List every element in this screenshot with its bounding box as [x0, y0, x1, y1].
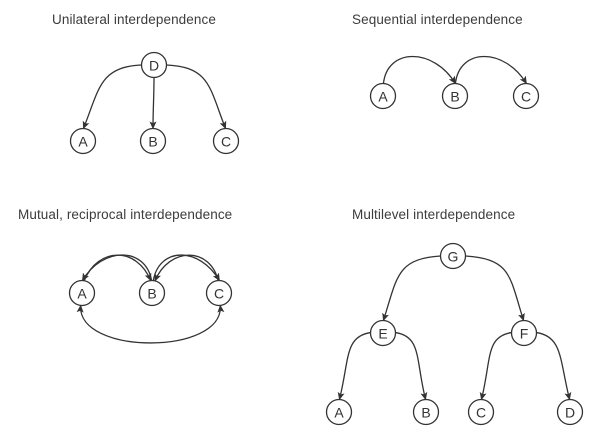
- edge-mutual-B-to-A: [81, 254, 153, 282]
- node-circle: [512, 82, 540, 110]
- node-label: G: [448, 249, 459, 265]
- node-circle: [69, 127, 97, 155]
- node-unilateral-B[interactable]: B: [139, 127, 167, 155]
- node-circle: [369, 319, 397, 347]
- edge-unilateral-D-to-C: [166, 64, 227, 130]
- node-circle: [205, 279, 233, 307]
- node-mutual-A[interactable]: A: [68, 279, 96, 307]
- node-circle: [510, 319, 538, 347]
- edge-sequential-B-to-C: [454, 55, 527, 85]
- edge-multilevel-G-to-E: [382, 255, 441, 322]
- node-label: B: [148, 134, 157, 150]
- node-sequential-C[interactable]: C: [512, 82, 540, 110]
- node-circle: [412, 398, 440, 426]
- edge-mutual-B-to-C: [152, 254, 220, 282]
- node-circle: [467, 398, 495, 426]
- node-multilevel-B[interactable]: B: [412, 398, 440, 426]
- node-multilevel-A[interactable]: A: [325, 398, 353, 426]
- node-multilevel-G[interactable]: G: [439, 242, 467, 270]
- edge-multilevel-F-to-C: [479, 331, 512, 401]
- edge-multilevel-G-to-F: [465, 255, 525, 322]
- node-label: F: [520, 326, 529, 342]
- node-label: C: [221, 134, 231, 150]
- node-circle: [139, 127, 167, 155]
- edge-unilateral-D-to-A: [82, 64, 142, 130]
- node-multilevel-C[interactable]: C: [467, 398, 495, 426]
- panel-title-sequential: Sequential interdependence: [352, 12, 523, 27]
- node-label: A: [334, 405, 344, 421]
- node-unilateral-C[interactable]: C: [212, 127, 240, 155]
- edge-unilateral-D-to-B: [149, 77, 157, 130]
- node-label: E: [378, 326, 387, 342]
- panel-title-multilevel: Multilevel interdependence: [352, 207, 516, 222]
- node-label: A: [77, 286, 87, 302]
- node-label: A: [378, 89, 388, 105]
- node-circle: [441, 82, 469, 110]
- node-layer: D A B C A B C A B C G E F A B C D: [68, 51, 584, 426]
- node-label: B: [450, 89, 459, 105]
- node-circle: [68, 279, 96, 307]
- node-label: D: [149, 58, 159, 74]
- edge-mutual-A-to-B: [83, 254, 152, 282]
- edge-mutual-C-to-B: [154, 254, 219, 282]
- edge-sequential-A-to-B: [382, 55, 456, 85]
- edge-multilevel-E-to-A: [337, 331, 371, 401]
- panel-title-mutual: Mutual, reciprocal interdependence: [18, 207, 233, 222]
- node-circle: [556, 398, 584, 426]
- node-circle: [369, 82, 397, 110]
- node-multilevel-F[interactable]: F: [510, 319, 538, 347]
- node-label: C: [214, 286, 224, 302]
- node-sequential-B[interactable]: B: [441, 82, 469, 110]
- node-circle: [140, 51, 168, 79]
- panel-title-unilateral: Unilateral interdependence: [52, 12, 216, 27]
- node-circle: [212, 127, 240, 155]
- edge-multilevel-F-to-D: [536, 331, 572, 401]
- node-multilevel-E[interactable]: E: [369, 319, 397, 347]
- node-circle: [439, 242, 467, 270]
- edge-multilevel-E-to-B: [395, 331, 428, 401]
- node-sequential-A[interactable]: A: [369, 82, 397, 110]
- node-label: D: [565, 405, 575, 421]
- node-label: B: [421, 405, 430, 421]
- node-circle: [325, 398, 353, 426]
- edge-layer: [76, 55, 572, 401]
- node-multilevel-D[interactable]: D: [556, 398, 584, 426]
- node-unilateral-A[interactable]: A: [69, 127, 97, 155]
- node-mutual-B[interactable]: B: [138, 279, 166, 307]
- node-label: C: [521, 89, 531, 105]
- node-unilateral-D[interactable]: D: [140, 51, 168, 79]
- node-mutual-C[interactable]: C: [205, 279, 233, 307]
- node-label: C: [476, 405, 486, 421]
- edge-mutual-A-to-C: [76, 304, 225, 344]
- node-circle: [138, 279, 166, 307]
- node-label: B: [147, 286, 156, 302]
- node-label: A: [78, 134, 88, 150]
